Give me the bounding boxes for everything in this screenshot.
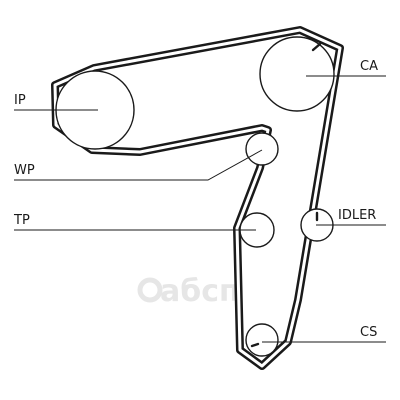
watermark-logo: абсп [137,274,240,309]
leader-lines [14,75,386,343]
cs-pulley [245,323,279,357]
label-idler: IDLER [338,208,376,223]
label-ip: IP [14,93,26,108]
component-labels: IP CA WP TP IDLER CS [13,59,378,340]
wp-leader [14,149,263,181]
ca-pulley [259,36,335,112]
label-wp: WP [14,163,35,178]
label-ca: CA [360,59,378,74]
watermark-text: абсп [160,274,240,309]
label-tp: TP [13,213,30,228]
wp-pulley [245,132,279,166]
label-cs: CS [360,325,377,340]
